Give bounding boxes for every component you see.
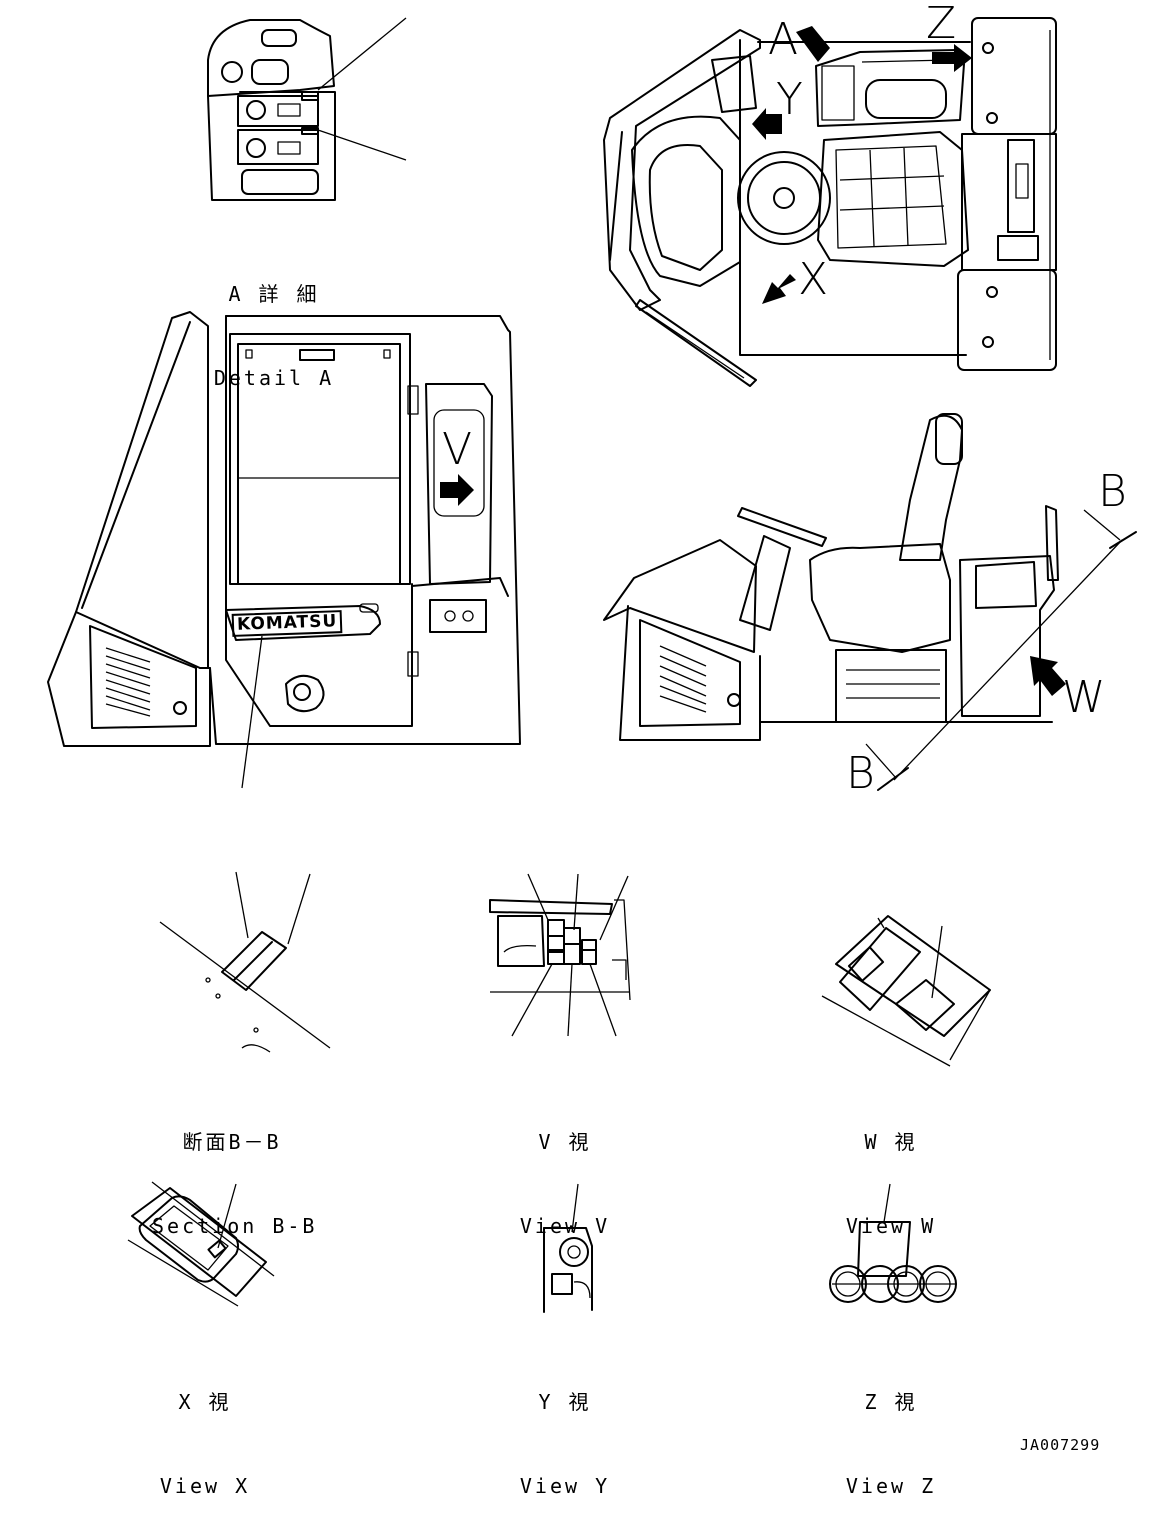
section-letter-b-bottom: B bbox=[846, 748, 875, 799]
caption-view-w-en: View W bbox=[845, 1214, 937, 1238]
view-letter-z: Z bbox=[926, 0, 957, 49]
view-letter-y: Y bbox=[776, 74, 803, 125]
caption-view-v-en: View V bbox=[519, 1214, 611, 1238]
view-y-drawing bbox=[543, 1183, 593, 1313]
machine-side-view-drawing bbox=[603, 413, 1137, 791]
view-w-drawing bbox=[821, 915, 991, 1067]
caption-view-y-en: View Y bbox=[519, 1474, 611, 1498]
drawing-number: JA007299 bbox=[1020, 1436, 1101, 1454]
view-letter-w: W bbox=[1062, 672, 1106, 723]
caption-view-w-jp: W 視 bbox=[864, 1130, 918, 1154]
section-bb-drawing bbox=[159, 871, 331, 1053]
caption-section-bb-en: Section B-B bbox=[152, 1214, 318, 1238]
caption-view-y-jp: Y 視 bbox=[538, 1390, 592, 1414]
view-v-drawing bbox=[489, 873, 631, 1037]
view-letter-v: V bbox=[442, 424, 473, 475]
caption-view-v-jp: V 視 bbox=[538, 1130, 592, 1154]
caption-detail-a-jp: A 詳 細 bbox=[228, 282, 320, 306]
section-letter-b-top: B bbox=[1098, 466, 1127, 517]
view-z-drawing bbox=[829, 1183, 957, 1303]
caption-view-z: Z 視 View Z bbox=[836, 1332, 946, 1528]
caption-detail-a-en: Detail A bbox=[213, 366, 335, 390]
caption-view-y: Y 視 View Y bbox=[510, 1332, 620, 1528]
cab-side-view-drawing bbox=[47, 311, 521, 789]
caption-view-z-en: View Z bbox=[845, 1474, 937, 1498]
komatsu-logo: KOMATSU bbox=[231, 610, 343, 637]
view-letter-a: A bbox=[768, 14, 799, 65]
detail-a-drawing bbox=[207, 17, 407, 201]
caption-view-x-jp: X 視 bbox=[178, 1390, 232, 1414]
caption-view-v: V 視 View V bbox=[510, 1072, 620, 1268]
caption-view-x-en: View X bbox=[159, 1474, 251, 1498]
caption-section-bb: 断面B－B Section B-B bbox=[152, 1072, 318, 1268]
drawing-sheet bbox=[47, 17, 1137, 1313]
caption-view-x: X 視 View X bbox=[150, 1332, 260, 1528]
view-x-drawing bbox=[127, 1181, 275, 1307]
view-letter-x: X bbox=[798, 254, 829, 305]
plan-view-drawing bbox=[603, 17, 1057, 387]
caption-view-w: W 視 View W bbox=[836, 1072, 946, 1268]
caption-section-bb-jp: 断面B－B bbox=[182, 1130, 282, 1154]
caption-detail-a: A 詳 細 Detail A bbox=[208, 224, 340, 420]
caption-view-z-jp: Z 視 bbox=[864, 1390, 918, 1414]
